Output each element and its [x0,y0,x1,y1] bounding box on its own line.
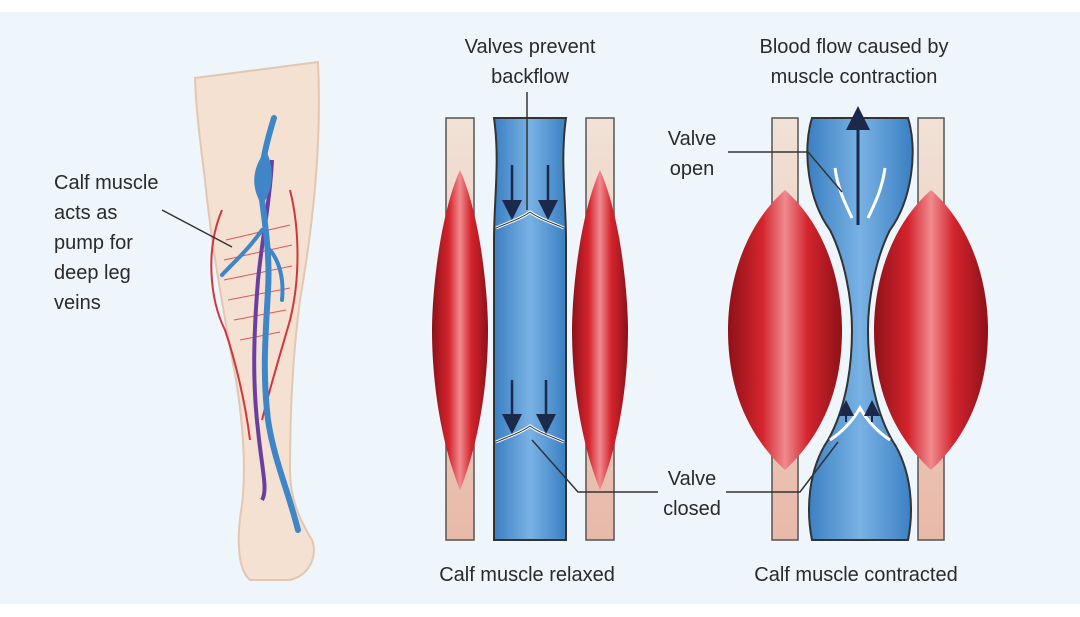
valve-open-label: Valve open [656,124,728,184]
relaxed-valve-lower-outline [495,425,565,443]
valves-prevent-label: Valves prevent backflow [430,32,630,92]
leg-label-line-4: deep leg [54,262,131,284]
contracted-right-muscle [874,190,988,470]
relaxed-caption: Calf muscle relaxed [439,564,615,586]
relaxed-left-muscle [432,170,488,490]
valve-open-line-1: Valve [667,128,717,150]
contracted-vein [806,117,914,541]
leg-vein-branch-right [268,248,285,302]
valves-prevent-line-2: backflow [491,66,569,88]
relaxed-right-muscle [572,170,628,490]
valve-closed-line-1: Valve [667,468,717,490]
leg-label-line-5: veins [54,292,101,314]
valve-closed-label: Valve closed [656,464,728,524]
leg-label-line-3: pump for [54,232,133,254]
valve-closed-pointer [531,439,658,493]
leg-illustration [161,60,320,581]
valve-closed-pointer-right [726,441,839,493]
contracted-panel [531,106,988,541]
blood-flow-line-1: Blood flow caused by [759,36,949,58]
leg-label-line-1: Calf muscle [54,172,159,194]
blood-flow-line-2: muscle contraction [770,66,938,88]
valve-open-pointer [728,151,843,193]
valve-open-line-2: open [669,158,715,180]
relaxed-vein [492,117,568,541]
leg-label-line-2: acts as [54,202,118,224]
leg-vein-branch-left [220,228,264,277]
contracted-caption: Calf muscle contracted [754,564,958,586]
contracted-valve-lower [829,404,891,442]
valve-closed-line-2: closed [663,498,721,520]
relaxed-panel [432,92,628,541]
blood-flow-label: Blood flow caused by muscle contraction [724,32,984,92]
relaxed-valve-upper-outline [495,211,565,229]
calf-muscle-outline [210,189,299,441]
leg-vein-bulge [254,150,272,205]
leg-label-pointer [161,209,233,248]
contracted-valve-upper-right [866,167,887,219]
contracted-valve-upper-left [833,167,854,219]
valves-prevent-line-1: Valves prevent [464,36,596,58]
leg-label: Calf muscle acts as pump for deep leg ve… [54,168,158,318]
contracted-left-muscle [728,190,842,470]
